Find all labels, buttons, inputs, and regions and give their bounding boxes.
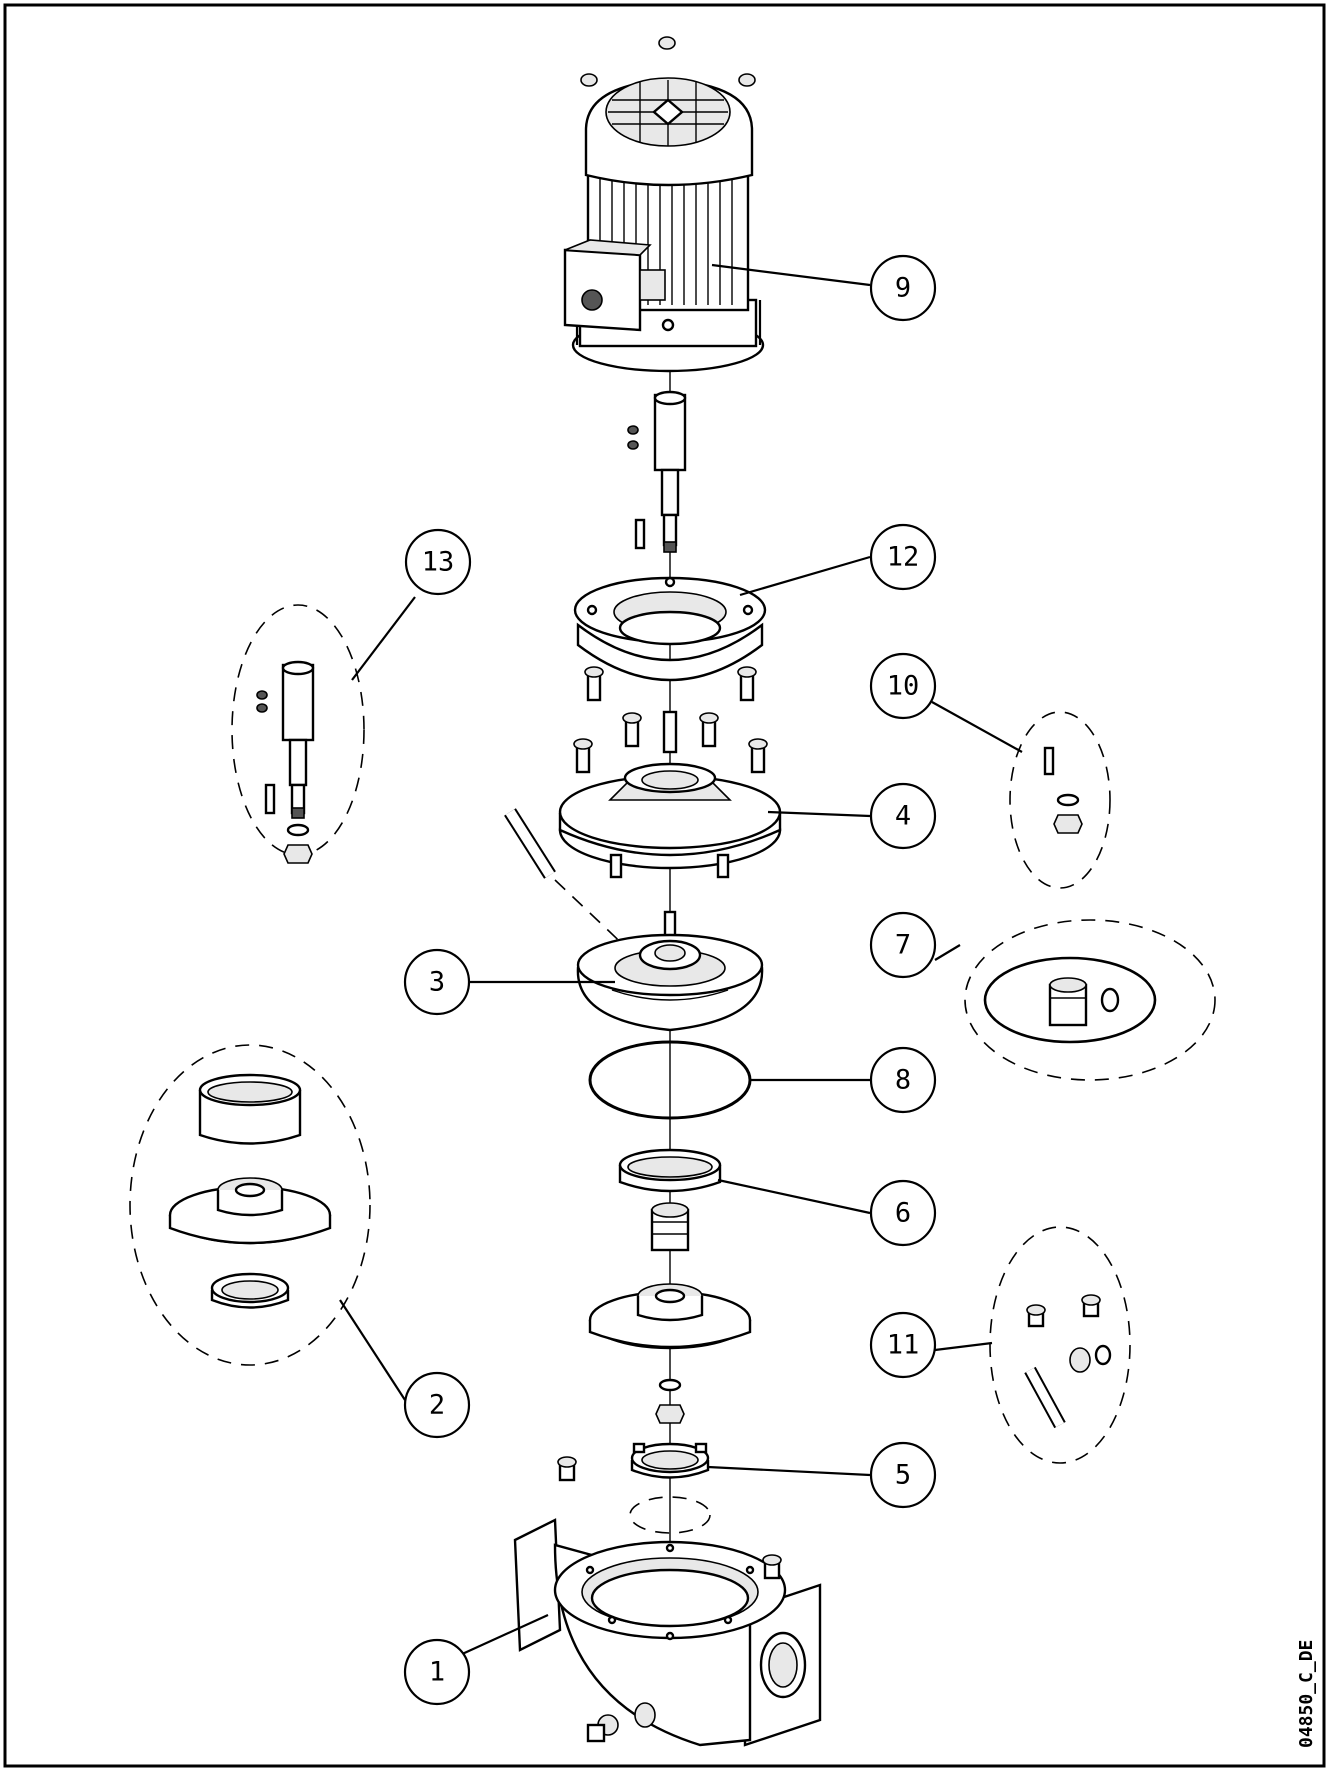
callout-13: 13 [404,528,472,596]
motor-part [563,36,765,373]
bolts-lower [609,853,730,939]
hidden-ring [629,1496,711,1534]
callout-12-label: 12 [887,542,920,573]
callout-13-label: 13 [422,547,455,578]
callout-5: 5 [869,1441,937,1509]
shaft-extension [627,390,687,553]
callout-1-label: 1 [429,1657,445,1688]
detail-group-7 [964,919,1216,1081]
detail-group-2 [129,1044,371,1366]
callout-9-label: 9 [895,273,911,304]
detail-group-11 [989,1226,1131,1464]
callout-6-label: 6 [895,1198,911,1229]
washer [658,1378,682,1392]
callout-9: 9 [869,254,937,322]
callout-4: 4 [869,782,937,850]
callout-7-label: 7 [895,930,911,961]
callout-8-label: 8 [895,1065,911,1096]
pump-cover-part [576,933,764,1032]
split-ring-part [630,1442,710,1479]
callout-11: 11 [869,1311,937,1379]
document-id: 04850_C_DE [1296,1640,1317,1748]
detail-group-10 [1009,711,1111,889]
pump-housing-part [513,1456,822,1747]
callout-2-label: 2 [429,1390,445,1421]
motor-stool-part [573,576,767,682]
drawing-frame [3,3,1326,1768]
impeller-nut [655,1404,685,1424]
callout-10-label: 10 [887,671,920,702]
callout-8: 8 [869,1046,937,1114]
callout-3-label: 3 [429,967,445,998]
callout-2: 2 [403,1371,471,1439]
callout-4-label: 4 [895,801,911,832]
callout-5-label: 5 [895,1460,911,1491]
callout-3: 3 [403,948,471,1016]
detail-group-13 [231,604,365,864]
callout-6: 6 [869,1179,937,1247]
wear-ring-part [618,1148,722,1193]
callout-12: 12 [869,523,937,591]
callout-7: 7 [869,911,937,979]
callout-1: 1 [403,1638,471,1706]
mechanical-seal [650,1202,690,1252]
callout-11-label: 11 [887,1330,920,1361]
intermediate-flange-part [558,762,782,870]
impeller [588,1283,752,1350]
callout-10: 10 [869,652,937,720]
bolts-upper [573,666,768,774]
leader-lines [339,263,1023,1657]
